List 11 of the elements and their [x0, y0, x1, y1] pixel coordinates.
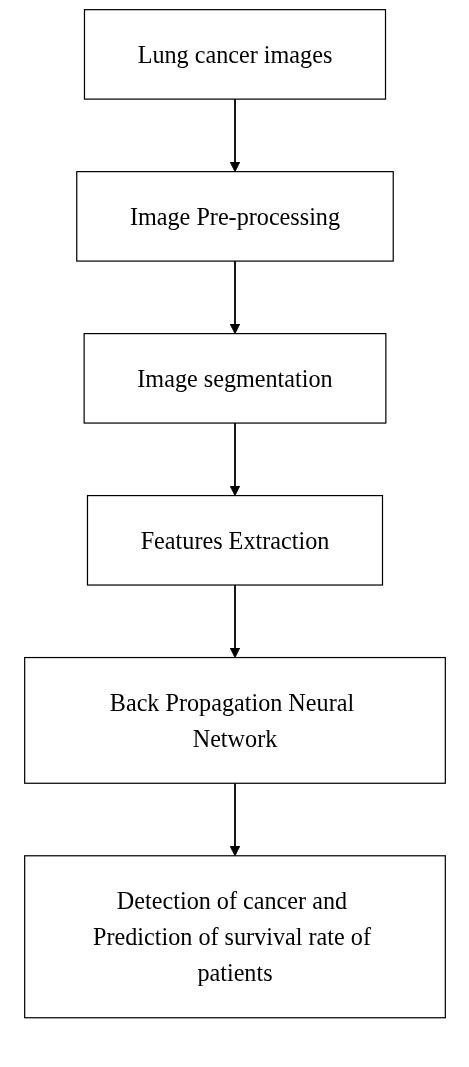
- node-box: Image Pre-processing: [75, 171, 394, 262]
- node-box: Back Propagation Neural Network: [23, 656, 446, 784]
- node-box: Image segmentation: [83, 333, 386, 424]
- arrow: [229, 782, 240, 857]
- arrow: [229, 260, 240, 335]
- arrow: [229, 98, 240, 173]
- arrow: [229, 422, 240, 497]
- node-box: Detection of cancer and Prediction of survival rate of patients: [23, 855, 446, 1019]
- arrow: [229, 584, 240, 659]
- node-box: Lung cancer images: [83, 9, 386, 100]
- node-box: Features Extraction: [86, 494, 383, 586]
